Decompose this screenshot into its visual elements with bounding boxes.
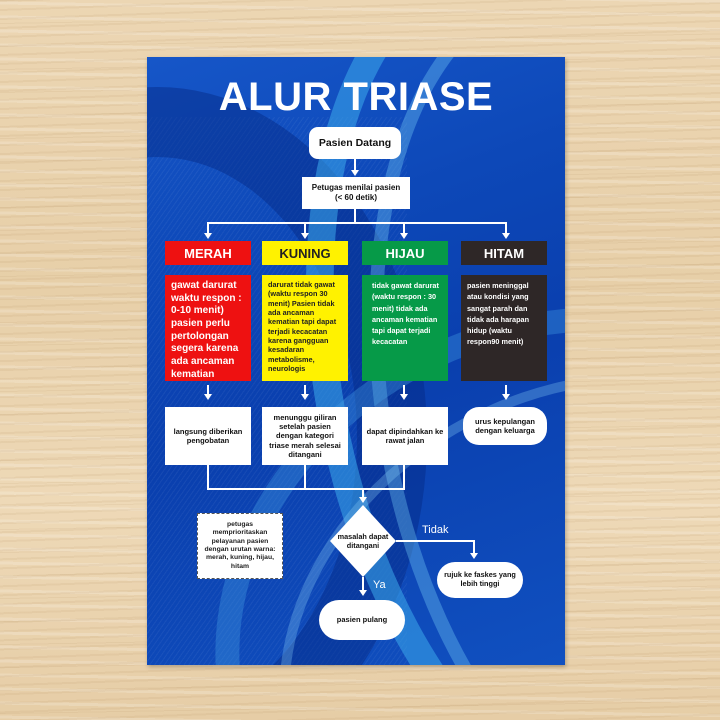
connector-line [403, 385, 405, 395]
merge-line [207, 488, 405, 490]
connector-line [304, 222, 306, 234]
yes-label: Ya [373, 579, 386, 591]
arrow-down-icon [502, 233, 510, 239]
arrow-down-icon [351, 170, 359, 176]
arrow-down-icon [400, 394, 408, 400]
start-node: Pasien Datang [309, 127, 401, 159]
category-description-hitam: pasien meninggal atau kondisi yang sanga… [461, 275, 547, 381]
decision-node: masalah dapat ditangani [330, 505, 396, 577]
priority-note: petugas memprioritaskan pelayanan pasien… [197, 513, 283, 579]
arrow-down-icon [301, 233, 309, 239]
category-header-kuning: KUNING [262, 241, 348, 265]
arrow-down-icon [301, 394, 309, 400]
connector-line [396, 540, 474, 542]
discharge-node: pasien pulang [319, 600, 405, 640]
action-hitam: urus kepulangan dengan keluarga [463, 407, 547, 445]
assessment-line-2: (< 60 detik) [334, 193, 377, 202]
category-description-hijau: tidak gawat darurat (waktu respon : 30 m… [362, 275, 448, 381]
connector-line [207, 222, 209, 234]
arrow-down-icon [204, 233, 212, 239]
action-hijau: dapat dipindahkan ke rawat jalan [362, 407, 448, 465]
no-label: Tidak [422, 524, 449, 536]
arrow-down-icon [470, 553, 478, 559]
poster-title: ALUR TRIASE [218, 75, 494, 119]
assessment-line-1: Petugas menilai pasien [311, 183, 401, 193]
connector-line [403, 465, 405, 489]
category-header-hitam: HITAM [461, 241, 547, 265]
connector-line [207, 385, 209, 395]
connector-line [473, 540, 475, 554]
branch-line [207, 222, 507, 224]
decision-text: masalah dapat ditangani [337, 531, 389, 550]
connector-line [207, 465, 209, 489]
arrow-down-icon [359, 497, 367, 503]
connector-line [354, 159, 356, 171]
connector-line [304, 385, 306, 395]
triage-poster: ALUR TRIASE Pasien Datang Petugas menila… [147, 57, 565, 665]
arrow-down-icon [400, 233, 408, 239]
action-merah: langsung diberikan pengobatan [165, 407, 251, 465]
arrow-down-icon [502, 394, 510, 400]
category-header-hijau: HIJAU [362, 241, 448, 265]
arrow-down-icon [359, 590, 367, 596]
category-description-merah: gawat darurat waktu respon : 0-10 menit)… [165, 275, 251, 381]
connector-line [362, 577, 364, 591]
connector-line [362, 488, 364, 498]
action-kuning: menunggu giliran setelah pasien dengan k… [262, 407, 348, 465]
connector-line [304, 465, 306, 489]
arrow-down-icon [204, 394, 212, 400]
connector-line [505, 222, 507, 234]
connector-line [354, 209, 356, 223]
category-description-kuning: darurat tidak gawat (waktu respon 30 men… [262, 275, 348, 381]
connector-line [505, 385, 507, 395]
refer-node: rujuk ke faskes yang lebih tinggi [437, 562, 523, 598]
assessment-node: Petugas menilai pasien (< 60 detik) [302, 177, 410, 209]
category-header-merah: MERAH [165, 241, 251, 265]
connector-line [403, 222, 405, 234]
